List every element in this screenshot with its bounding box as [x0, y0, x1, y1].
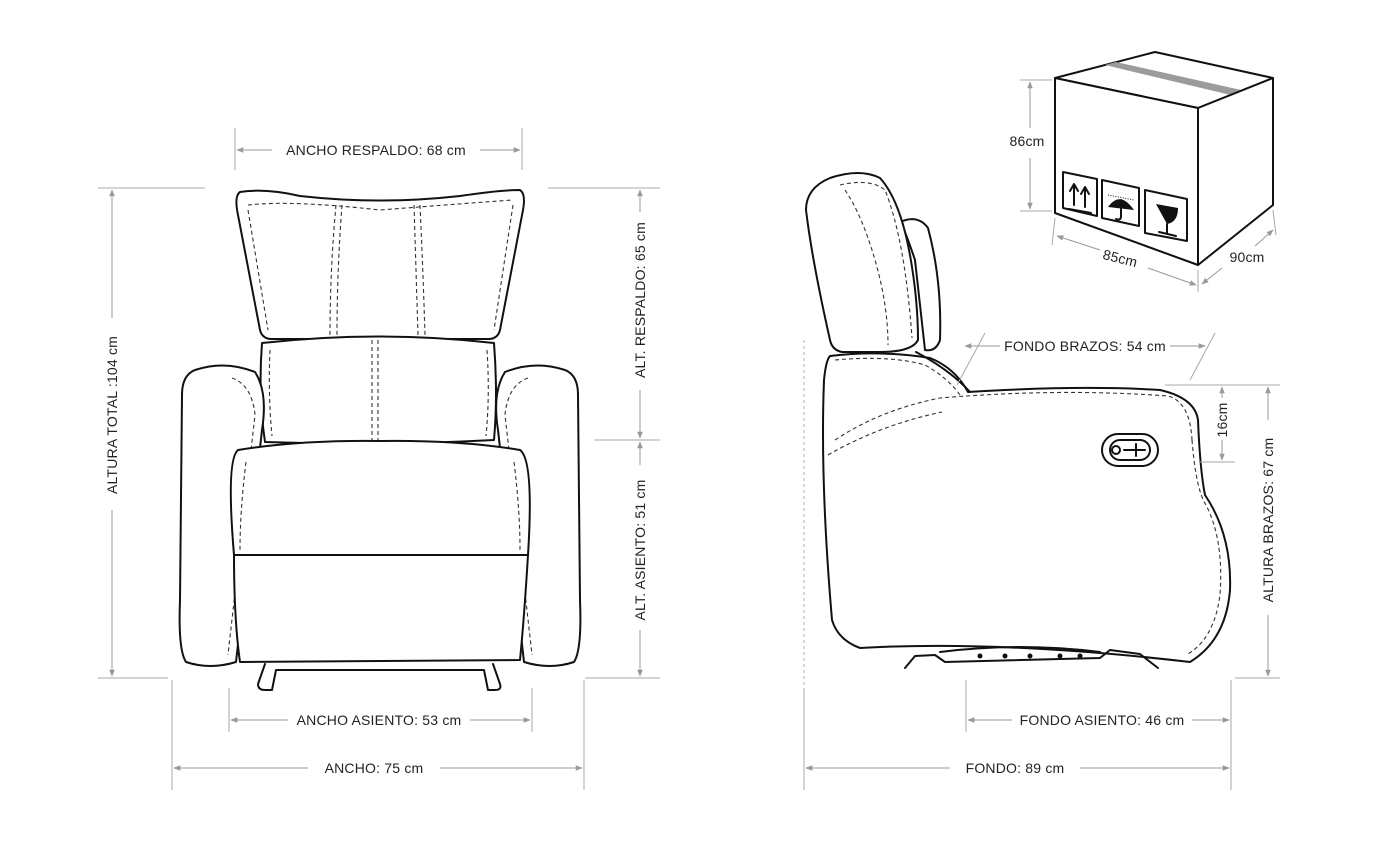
label-ancho-asiento: ANCHO ASIENTO: 53 cm: [297, 712, 462, 728]
box-side: [1197, 77, 1274, 266]
fragile-icon: [1144, 189, 1188, 242]
front-seat-panel: [233, 554, 529, 663]
front-dimensions: ANCHO RESPALDO: 68 cm ALT. RESPALDO: 65 …: [98, 128, 660, 790]
front-view: [178, 189, 582, 691]
side-rear-cushion: [899, 218, 942, 352]
keep-dry-icon: [1101, 179, 1140, 227]
front-base: [257, 663, 502, 691]
side-mechanism: [904, 646, 1159, 669]
front-backrest: [235, 189, 525, 340]
label-lever-height: 16cm: [1214, 402, 1230, 437]
label-box-width: 85cm: [1101, 246, 1139, 270]
shipping-box: [1054, 51, 1274, 266]
label-altura-total: ALTURA TOTAL :104 cm: [104, 336, 120, 494]
front-seat-cushion: [229, 439, 531, 556]
recline-lever-icon: [1101, 433, 1159, 467]
label-ancho: ANCHO: 75 cm: [325, 760, 424, 776]
label-box-depth: 90cm: [1229, 249, 1264, 265]
this-side-up-icon: [1062, 171, 1098, 217]
side-backrest: [805, 172, 919, 353]
label-alt-asiento: ALT. ASIENTO: 51 cm: [632, 480, 648, 621]
label-fondo-brazos: FONDO BRAZOS: 54 cm: [1004, 338, 1166, 354]
side-view: [805, 172, 1232, 669]
label-altura-brazos: ALTURA BRAZOS: 67 cm: [1260, 438, 1276, 603]
label-alt-respaldo: ALT. RESPALDO: 65 cm: [632, 222, 648, 378]
label-fondo-asiento: FONDO ASIENTO: 46 cm: [1020, 712, 1185, 728]
label-box-height: 86cm: [1009, 133, 1044, 149]
side-dimensions: FONDO BRAZOS: 54 cm 16cm ALTURA BRAZOS: …: [803, 332, 1280, 790]
box-front: [1054, 77, 1199, 266]
label-fondo: FONDO: 89 cm: [966, 760, 1065, 776]
label-ancho-respaldo: ANCHO RESPALDO: 68 cm: [286, 142, 466, 158]
side-body: [822, 352, 1232, 663]
box-tape: [1105, 62, 1250, 97]
